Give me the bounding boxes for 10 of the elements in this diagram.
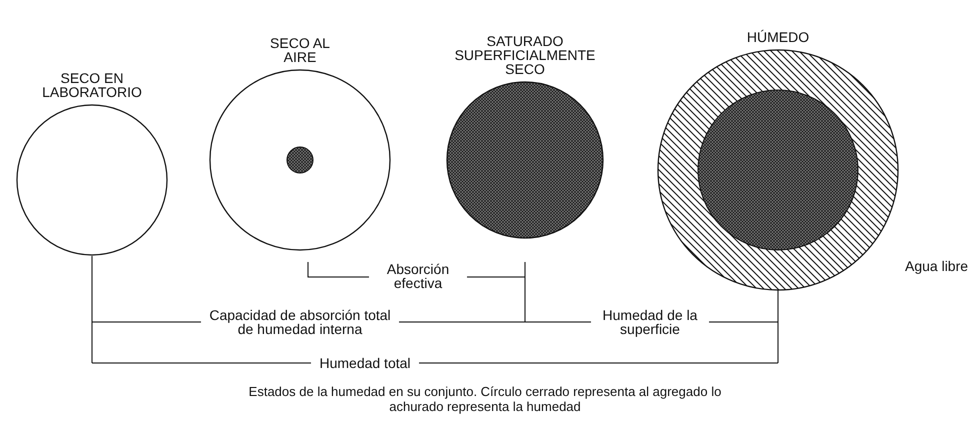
state-heading: SECO EN LABORATORIO — [41, 71, 143, 99]
dimension-label: Humedad de la superficie — [591, 308, 709, 336]
state-heading: SECO AL AIRE — [269, 36, 331, 64]
dimension-label: Absorción efectiva — [369, 262, 467, 290]
caption: Estados de la humedad en su conjunto. Círculo cerrado representa al agregado lo achurado representa la humedad — [248, 384, 722, 414]
dimension-label: Humedad total — [311, 356, 419, 370]
dimension-label: Capacidad de absorción total de humedad interna — [201, 308, 399, 336]
region-label: Agua libre — [905, 259, 968, 273]
state-heading: HÚMEDO — [746, 30, 810, 44]
state-heading: SATURADO SUPERFICIALMENTE SECO — [454, 34, 596, 76]
